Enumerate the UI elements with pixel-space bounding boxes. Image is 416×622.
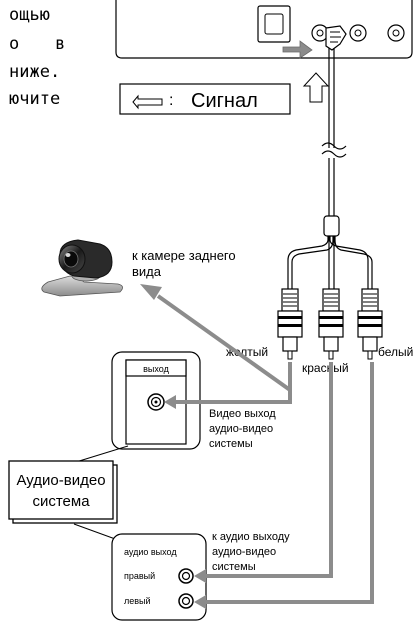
signal-direction-up-icon: [302, 72, 330, 103]
av-output-caption-line3: системы: [209, 438, 253, 450]
av-system-callout-lines: [73, 445, 129, 541]
audio-output-caption-line3: системы: [212, 561, 256, 573]
instruction-fragment-1: ощью: [9, 5, 50, 25]
signal-arrows: [156, 294, 374, 604]
arrow-red-to-right-audio: [200, 362, 333, 578]
arrowhead-camera: [140, 284, 162, 300]
instruction-fragment-3: ниже.: [9, 62, 60, 82]
av-output-jack-label: выход: [143, 364, 169, 374]
rca-plug-white: [357, 288, 383, 360]
audio-output-caption-line2: аудио-видео: [212, 546, 276, 558]
arrowhead-video-jack: [164, 395, 176, 409]
audio-output-left-label: левый: [124, 596, 151, 606]
instruction-text-fragments: ощью о в ниже. ючите: [9, 5, 65, 109]
arrowhead-left-audio: [194, 595, 206, 609]
head-unit: [115, 0, 413, 59]
insert-arrow-icon: [282, 40, 313, 59]
audio-output-right-label: правый: [124, 571, 155, 581]
av-system-box: Аудио-видео система: [8, 460, 118, 524]
branch-cables: [287, 236, 373, 290]
rear-camera-label-line1: к камере заднего: [132, 248, 236, 263]
rear-camera-icon: [41, 239, 123, 297]
audio-output-caption-line1: к аудио выходу: [212, 531, 290, 543]
video-output-jack-icon: [147, 393, 165, 411]
plug-label-yellow: желтый: [226, 345, 268, 359]
unit-jack-2: [349, 24, 367, 42]
audio-output-panel: аудио выход правый левый: [111, 533, 207, 621]
rca-plug-red: [318, 288, 344, 360]
rear-camera-label-line2: вида: [132, 264, 162, 279]
rca-plug-yellow: [277, 288, 303, 360]
signal-arrowheads: [140, 284, 206, 609]
signal-legend-label: Сигнал: [191, 90, 258, 112]
arrow-white-to-left-audio: [200, 362, 374, 604]
av-output-caption-line1: Видео выход: [209, 408, 276, 420]
instruction-fragment-2b: в: [55, 34, 65, 54]
av-output-caption-line2: аудио-видео: [209, 423, 273, 435]
audio-left-jack-icon: [178, 593, 194, 609]
inserted-plug: [325, 25, 347, 51]
instruction-fragment-2a: о: [9, 34, 19, 54]
arrow-yellow-to-video-jack: [172, 390, 292, 404]
plug-label-red: красный: [302, 361, 349, 375]
unit-jack-3: [387, 24, 405, 42]
arrowhead-right-audio: [194, 569, 206, 583]
av-system-label-line1: Аудио-видео: [16, 472, 105, 489]
av-system-label-line2: система: [32, 493, 90, 510]
signal-arrow-icon: [132, 94, 163, 110]
main-cable: [321, 48, 347, 237]
audio-right-jack-icon: [178, 568, 194, 584]
signal-legend-colon: :: [169, 92, 173, 109]
plug-label-white: белый: [378, 345, 413, 359]
signal-legend: : Сигнал: [119, 83, 291, 115]
instruction-fragment-4: ючите: [9, 89, 60, 109]
audio-output-title: аудио выход: [124, 547, 177, 557]
